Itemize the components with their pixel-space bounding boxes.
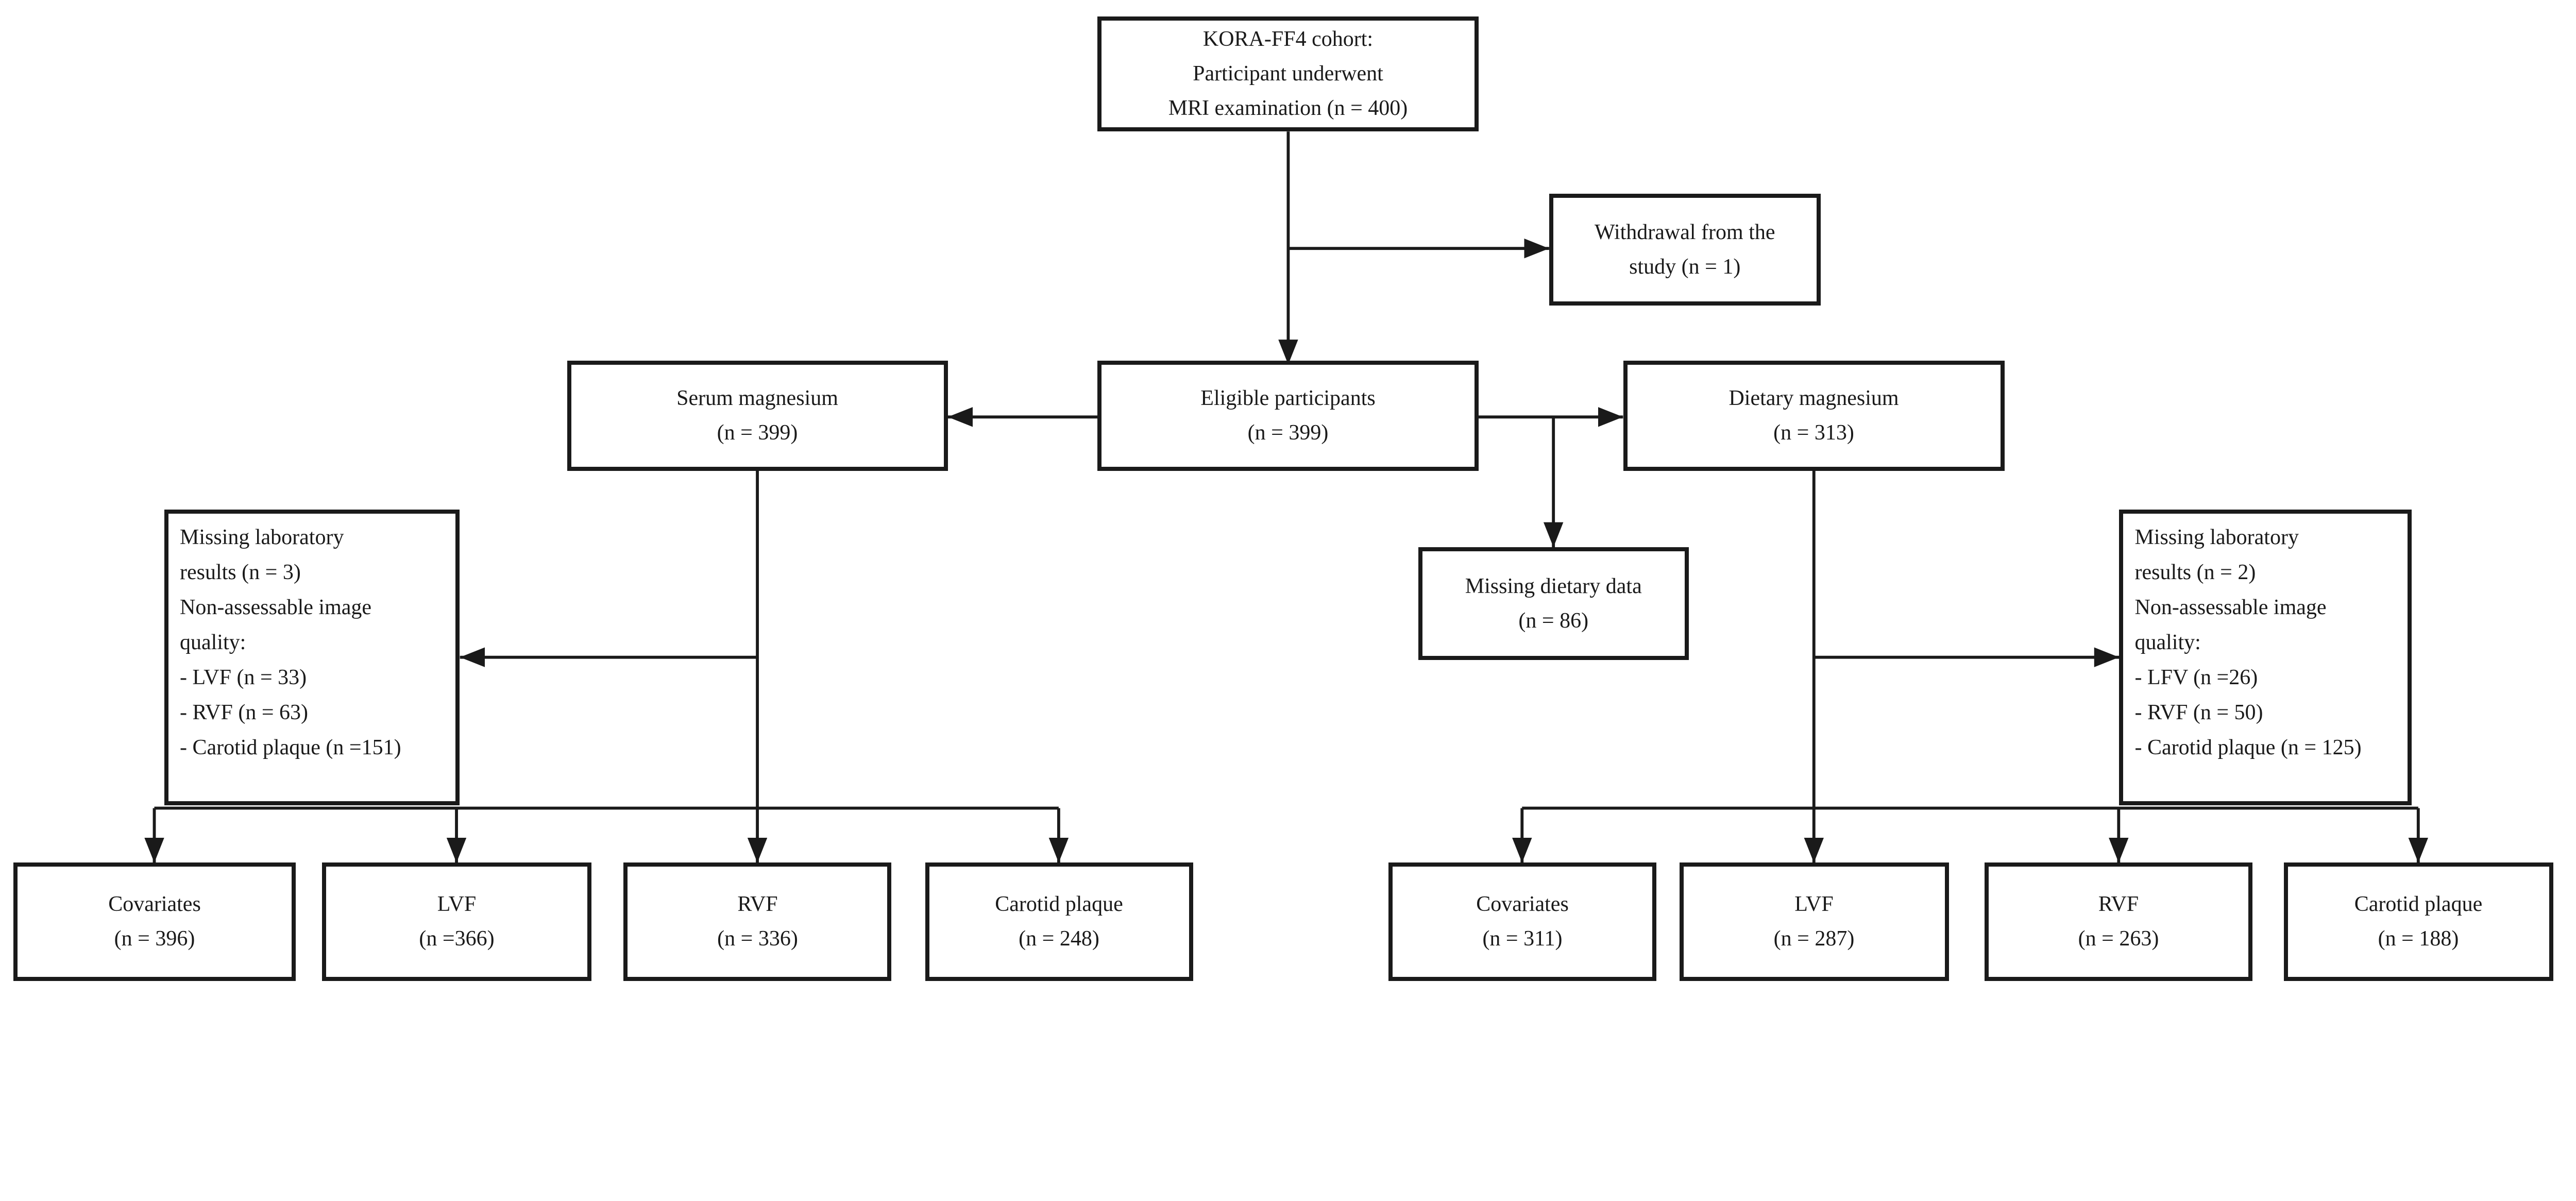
- node-dietary-covariates: Covariates (n = 311): [1388, 862, 1656, 981]
- node-dietary-rvf-label: RVF (n = 263): [2078, 892, 2159, 951]
- node-serum-carotid-plaque: Carotid plaque (n = 248): [925, 862, 1193, 981]
- participant-flow-diagram: KORA-FF4 cohort: Participant underwent M…: [0, 0, 2576, 1002]
- node-missing-lab-serum: Missing laboratory results (n = 3) Non-a…: [164, 509, 460, 805]
- node-dietary-lvf-label: LVF (n = 287): [1773, 892, 1855, 951]
- node-eligible-participants: Eligible participants (n = 399): [1097, 361, 1479, 471]
- node-serum-magnesium: Serum magnesium (n = 399): [567, 361, 948, 471]
- node-serum-covariates-label: Covariates (n = 396): [108, 892, 201, 951]
- node-dietary-rvf: RVF (n = 263): [1985, 862, 2252, 981]
- node-serum-lvf: LVF (n =366): [322, 862, 591, 981]
- node-eligible-participants-label: Eligible participants (n = 399): [1200, 386, 1376, 445]
- node-missing-dietary-data-label: Missing dietary data (n = 86): [1465, 574, 1642, 633]
- node-missing-lab-dietary: Missing laboratory results (n = 2) Non-a…: [2119, 509, 2412, 805]
- node-dietary-magnesium: Dietary magnesium (n = 313): [1623, 361, 2005, 471]
- node-missing-lab-dietary-label: Missing laboratory results (n = 2) Non-a…: [2134, 526, 2362, 760]
- node-serum-magnesium-label: Serum magnesium (n = 399): [676, 386, 838, 445]
- connector-layer: [144, 131, 2428, 863]
- node-missing-dietary-data: Missing dietary data (n = 86): [1418, 547, 1689, 661]
- node-dietary-carotid-plaque-label: Carotid plaque (n = 188): [2354, 892, 2483, 951]
- node-serum-covariates: Covariates (n = 396): [13, 862, 296, 981]
- node-serum-lvf-label: LVF (n =366): [419, 892, 495, 951]
- node-dietary-magnesium-label: Dietary magnesium (n = 313): [1728, 386, 1899, 445]
- node-missing-lab-serum-label: Missing laboratory results (n = 3) Non-a…: [180, 526, 401, 760]
- node-serum-rvf: RVF (n = 336): [623, 862, 892, 981]
- node-dietary-covariates-label: Covariates (n = 311): [1476, 892, 1569, 951]
- node-kora-cohort-label: KORA-FF4 cohort: Participant underwent M…: [1168, 27, 1408, 121]
- node-dietary-lvf: LVF (n = 287): [1679, 862, 1949, 981]
- node-withdrawal-label: Withdrawal from the study (n = 1): [1594, 220, 1775, 279]
- node-withdrawal: Withdrawal from the study (n = 1): [1549, 194, 1821, 306]
- node-kora-cohort: KORA-FF4 cohort: Participant underwent M…: [1097, 16, 1479, 132]
- node-serum-carotid-plaque-label: Carotid plaque (n = 248): [995, 892, 1123, 951]
- node-dietary-carotid-plaque: Carotid plaque (n = 188): [2283, 862, 2553, 981]
- node-serum-rvf-label: RVF (n = 336): [717, 892, 798, 951]
